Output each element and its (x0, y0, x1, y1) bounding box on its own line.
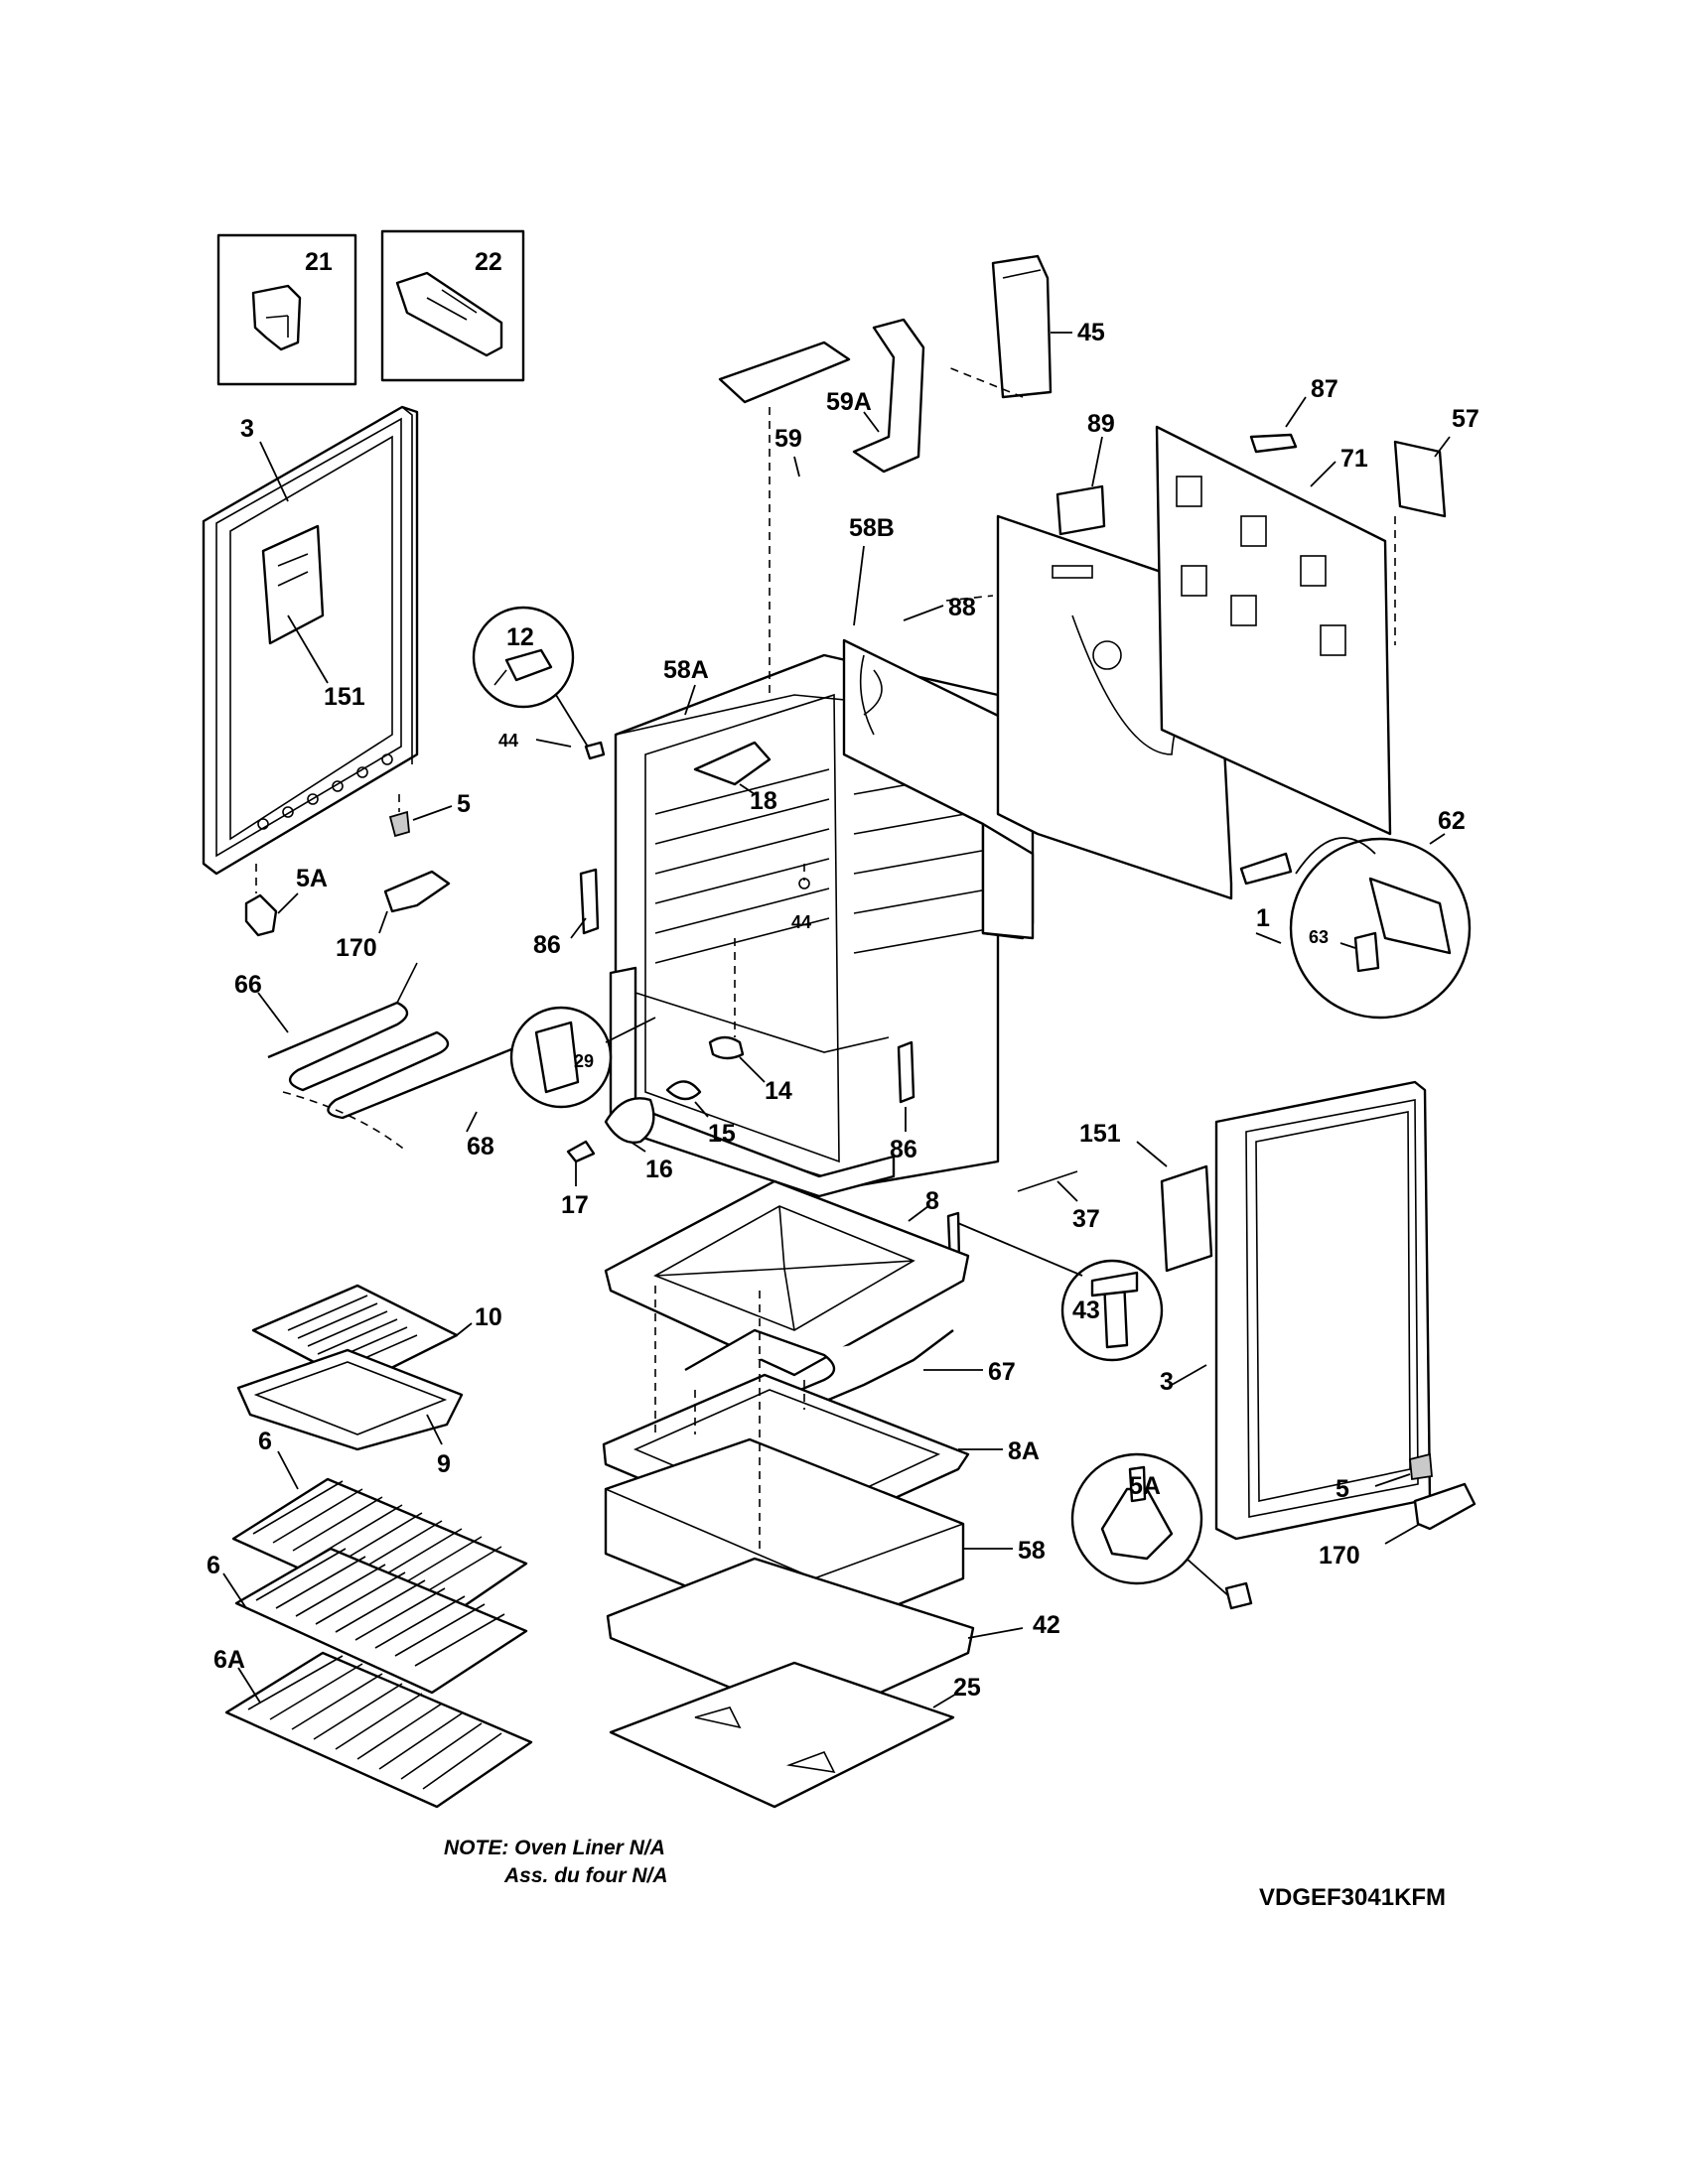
model-code: VDGEF3041KFM (1259, 1884, 1447, 1911)
callout-8: 8 (925, 1187, 939, 1215)
callout-25: 25 (953, 1674, 981, 1702)
element-66: 66 (234, 962, 537, 1120)
callout-5A-left: 5A (296, 865, 328, 892)
rear-panels: 1 71 89 87 57 (996, 375, 1479, 944)
callout-58: 58 (1018, 1537, 1046, 1565)
inset-21: 21 (216, 233, 357, 386)
oven-racks: 6 6 6A (207, 1428, 533, 1809)
callout-9: 9 (437, 1450, 451, 1478)
inset-22: 22 (380, 229, 525, 382)
inset-62: 62 63 (1239, 807, 1472, 1020)
callout-5A-right: 5A (1129, 1472, 1161, 1500)
inset-43: 43 (946, 1211, 1164, 1362)
note-line-1: NOTE: Oven Liner N/A (444, 1837, 665, 1859)
lower-parts-stack: 8 67 8A 58 42 25 (602, 1179, 1060, 1809)
callout-29: 29 (574, 1051, 594, 1071)
callout-15: 15 (708, 1120, 736, 1148)
callout-5-left: 5 (457, 790, 471, 818)
insulation-68: 68 (282, 1091, 494, 1160)
callout-59A: 59A (826, 388, 872, 416)
callout-45: 45 (1077, 319, 1105, 346)
callout-67: 67 (988, 1358, 1016, 1386)
callout-17: 17 (561, 1191, 589, 1219)
callout-170-right: 170 (1319, 1542, 1360, 1570)
lamp-parts: 29 14 15 16 17 (509, 938, 792, 1219)
callout-12: 12 (506, 623, 534, 651)
callout-89: 89 (1087, 410, 1115, 438)
callout-3-left: 3 (240, 415, 254, 443)
vent-parts: 59A 59 45 (718, 254, 1105, 695)
callout-37: 37 (1072, 1205, 1100, 1233)
oven-front-frame (609, 966, 896, 1198)
callout-10: 10 (475, 1303, 502, 1331)
callout-3-right: 3 (1160, 1368, 1174, 1396)
callout-66: 66 (234, 971, 262, 999)
callout-151-right: 151 (1079, 1120, 1121, 1148)
broiler-pan: 10 9 (236, 1284, 502, 1478)
callout-1: 1 (1256, 904, 1270, 932)
right-door-assembly: 3 151 37 (1017, 1080, 1432, 1541)
callout-14: 14 (765, 1077, 792, 1105)
callout-22: 22 (475, 248, 502, 276)
callout-151-left: 151 (324, 683, 365, 711)
callout-170-left: 170 (336, 934, 377, 962)
inset-12: 12 44 (472, 606, 606, 760)
callout-21: 21 (305, 248, 333, 276)
left-door-assembly: 3 151 (202, 405, 419, 876)
callout-6-upper: 6 (258, 1428, 272, 1455)
callout-42: 42 (1033, 1611, 1060, 1639)
callout-6A: 6A (213, 1646, 245, 1674)
left-hinge-parts: 5 5A 170 (244, 790, 471, 962)
callout-18: 18 (750, 787, 777, 815)
callout-5-right: 5 (1336, 1475, 1349, 1503)
callout-43: 43 (1072, 1297, 1100, 1324)
callout-87: 87 (1311, 375, 1338, 403)
callout-16: 16 (645, 1156, 673, 1183)
callout-57: 57 (1452, 405, 1479, 433)
callout-88: 88 (948, 594, 976, 621)
callout-8A: 8A (1008, 1437, 1040, 1465)
callout-59: 59 (774, 425, 802, 453)
callout-58B: 58B (849, 514, 895, 542)
lower-bracket-parts: 44 86 86 (533, 864, 917, 1163)
callout-71: 71 (1340, 445, 1368, 473)
callout-63: 63 (1309, 927, 1329, 947)
callout-68: 68 (467, 1133, 494, 1160)
callout-62: 62 (1438, 807, 1466, 835)
callout-58A: 58A (663, 656, 709, 684)
insulation-58B: 58B 88 (842, 514, 1035, 940)
callout-44-lower: 44 (791, 912, 811, 932)
callout-86-left: 86 (533, 931, 561, 959)
right-hinge-parts: 5 170 5A (1070, 1452, 1477, 1610)
note-line-2: Ass. du four N/A (504, 1864, 668, 1887)
callout-6-lower: 6 (207, 1552, 220, 1579)
callout-44-upper: 44 (498, 731, 518, 751)
